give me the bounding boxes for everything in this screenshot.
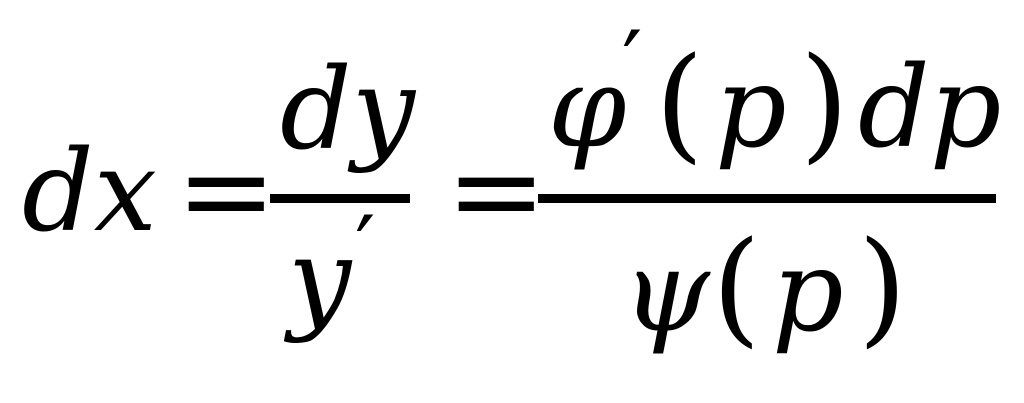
frac2-num-rparen: ) [800,31,849,176]
frac1-denominator-y: y [283,215,353,345]
frac1-numerator: dy [280,45,417,175]
frac2-phi: φ [548,43,626,173]
frac2-psi: ψ [622,227,711,357]
equals-sign-2: = [446,122,547,261]
equals-sign-1: = [176,122,277,261]
frac2-num-lparen: ( [655,31,704,176]
lhs-dx: dx [22,127,157,257]
frac2-num-p: p [715,43,787,173]
frac2-phi-prime: ′ [622,12,642,117]
frac2-num-dp: dp [858,43,1001,173]
frac2-bar [538,194,996,203]
frac2-den-lparen: ( [712,215,761,360]
frac2-den-rparen: ) [858,215,907,360]
frac1-prime: ′ [355,197,375,302]
frac2-den-p: p [772,227,844,357]
frac1-bar [270,194,410,203]
